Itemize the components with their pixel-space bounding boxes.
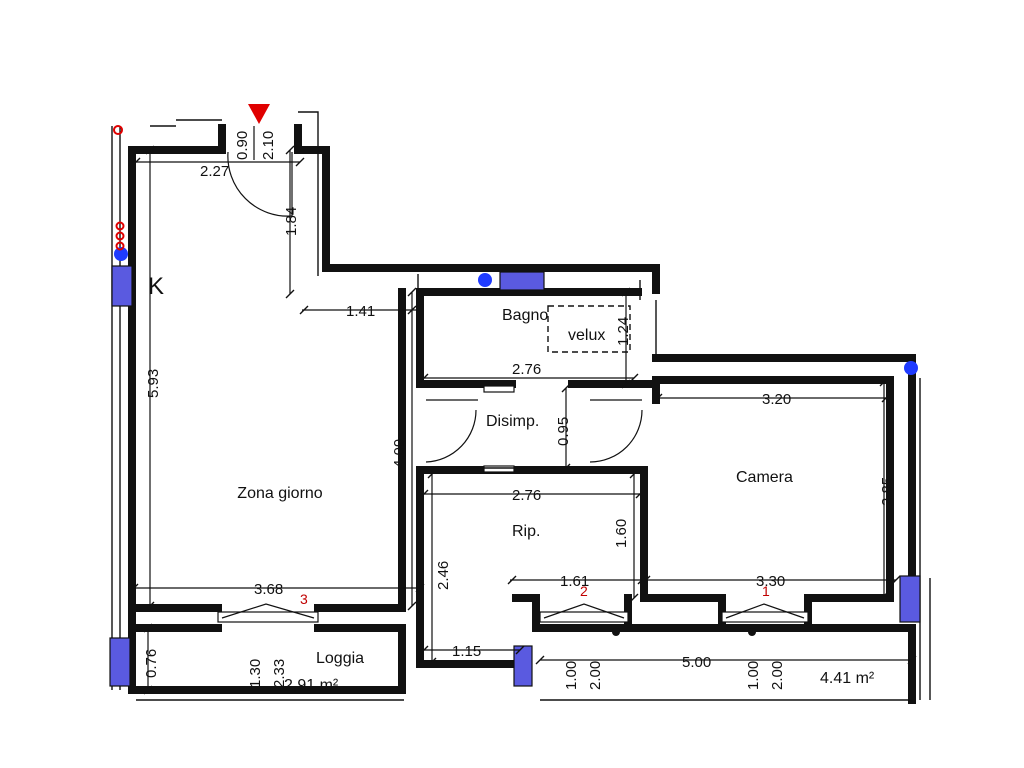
dim-1-61: 1.61 bbox=[560, 573, 589, 590]
window-2 bbox=[539, 611, 629, 623]
dim-0-76: 0.76 bbox=[143, 649, 160, 678]
radiator-rip bbox=[513, 645, 533, 687]
outer-line-right bbox=[919, 378, 931, 700]
dim-2-76-rip: 2.76 bbox=[512, 487, 541, 504]
kitchen-mark: K bbox=[148, 273, 164, 300]
dim-2-00-a: 2.00 bbox=[587, 661, 604, 690]
window-1-swing bbox=[725, 603, 805, 619]
electric-outlet-icon bbox=[114, 247, 128, 261]
dim-1-60: 1.60 bbox=[613, 519, 630, 548]
label-balcony-area: 4.41 m² bbox=[820, 670, 875, 687]
dim-5-00: 5.00 bbox=[682, 654, 711, 671]
dim-1-30: 1.30 bbox=[247, 659, 264, 688]
window-1 bbox=[721, 611, 809, 623]
radiator-zona-left bbox=[111, 265, 133, 307]
label-ripostiglio: Rip. bbox=[512, 523, 540, 540]
outer-line-bagno bbox=[417, 274, 657, 358]
label-zona-giorno: Zona giorno bbox=[237, 485, 322, 502]
dim-1-15: 1.15 bbox=[452, 643, 481, 660]
dim-2-46: 2.46 bbox=[435, 561, 452, 590]
door-camera-swing bbox=[589, 409, 643, 463]
outlets bbox=[113, 104, 918, 636]
sliding-door-rip bbox=[483, 465, 515, 473]
wall-corridor-top bbox=[322, 264, 660, 294]
window-number-2: 2 bbox=[580, 583, 588, 599]
entrance-triangle-icon bbox=[248, 104, 270, 124]
label-camera: Camera bbox=[736, 469, 793, 486]
label-loggia-area: 2,91 m² bbox=[284, 677, 339, 694]
radiator-loggia bbox=[109, 637, 131, 687]
window-number-3: 3 bbox=[300, 591, 308, 607]
window-3-swing bbox=[221, 603, 315, 619]
velux-outline bbox=[547, 305, 631, 353]
point-marker bbox=[612, 628, 620, 636]
window-2-swing bbox=[543, 603, 625, 619]
dim-1-00-a: 1.00 bbox=[563, 661, 580, 690]
dim-2-85: 2.85 bbox=[879, 477, 896, 506]
wall-zona-right bbox=[314, 288, 406, 612]
sliding-door-bagno bbox=[483, 385, 515, 393]
point-marker bbox=[748, 628, 756, 636]
dim-0-95: 0.95 bbox=[555, 417, 572, 446]
windows bbox=[217, 305, 809, 623]
radiators bbox=[109, 265, 921, 687]
door-disimp-swing bbox=[425, 409, 477, 463]
electric-outlet-icon bbox=[478, 273, 492, 287]
gas-outlet-icon bbox=[115, 221, 125, 231]
dim-1-24: 1.24 bbox=[615, 317, 632, 346]
wall-loggia bbox=[128, 604, 406, 694]
room-labels: K Zona giorno Bagno velux Disimp. Rip. C… bbox=[148, 273, 875, 694]
wall-entry-right bbox=[294, 124, 330, 272]
gas-outlet-icon bbox=[115, 231, 125, 241]
label-disimpegno: Disimp. bbox=[486, 413, 539, 430]
dimension-labels: 0.90 2.10 2.27 1.84 5.93 1.41 2.76 1.24 … bbox=[143, 131, 896, 690]
gas-outlet-icon bbox=[115, 241, 125, 251]
outer-line-left bbox=[111, 126, 121, 690]
electric-outlet-icon bbox=[904, 361, 918, 375]
dim-2-27: 2.27 bbox=[200, 163, 229, 180]
door-entry-swing bbox=[227, 151, 293, 217]
dim-4-09: 4.09 bbox=[391, 439, 408, 468]
wall-zona-top bbox=[128, 124, 226, 154]
radiator-bagno bbox=[499, 271, 545, 291]
radiator-camera bbox=[899, 575, 921, 623]
walls bbox=[111, 111, 931, 704]
window-3 bbox=[217, 611, 319, 623]
doors bbox=[227, 151, 643, 473]
label-loggia: Loggia bbox=[316, 650, 364, 667]
dim-3-68: 3.68 bbox=[254, 581, 283, 598]
dim-1-84: 1.84 bbox=[283, 207, 300, 236]
outer-line-top bbox=[150, 111, 319, 276]
wall-camera-top bbox=[652, 376, 894, 600]
dim-2-76-bagno: 2.76 bbox=[512, 361, 541, 378]
wall-disimp-right bbox=[652, 354, 916, 584]
wall-rip-left bbox=[416, 466, 524, 668]
dim-ticks bbox=[129, 145, 917, 695]
dim-1-41: 1.41 bbox=[346, 303, 375, 320]
dim-3-30: 3.30 bbox=[756, 573, 785, 590]
dim-5-93: 5.93 bbox=[145, 369, 162, 398]
gas-outlet-icon bbox=[113, 125, 123, 135]
label-bagno: Bagno bbox=[502, 307, 548, 324]
dim-2-33: 2.33 bbox=[271, 659, 288, 688]
dim-2-10: 2.10 bbox=[260, 131, 277, 160]
dim-3-20: 3.20 bbox=[762, 391, 791, 408]
label-velux: velux bbox=[568, 327, 605, 344]
window-number-1: 1 bbox=[762, 583, 770, 599]
dim-2-00-b: 2.00 bbox=[769, 661, 786, 690]
window-numbers: 3 2 1 bbox=[300, 583, 770, 607]
dim-0-90: 0.90 bbox=[234, 131, 251, 160]
dimension-lines bbox=[129, 126, 917, 695]
dim-1-00-b: 1.00 bbox=[745, 661, 762, 690]
